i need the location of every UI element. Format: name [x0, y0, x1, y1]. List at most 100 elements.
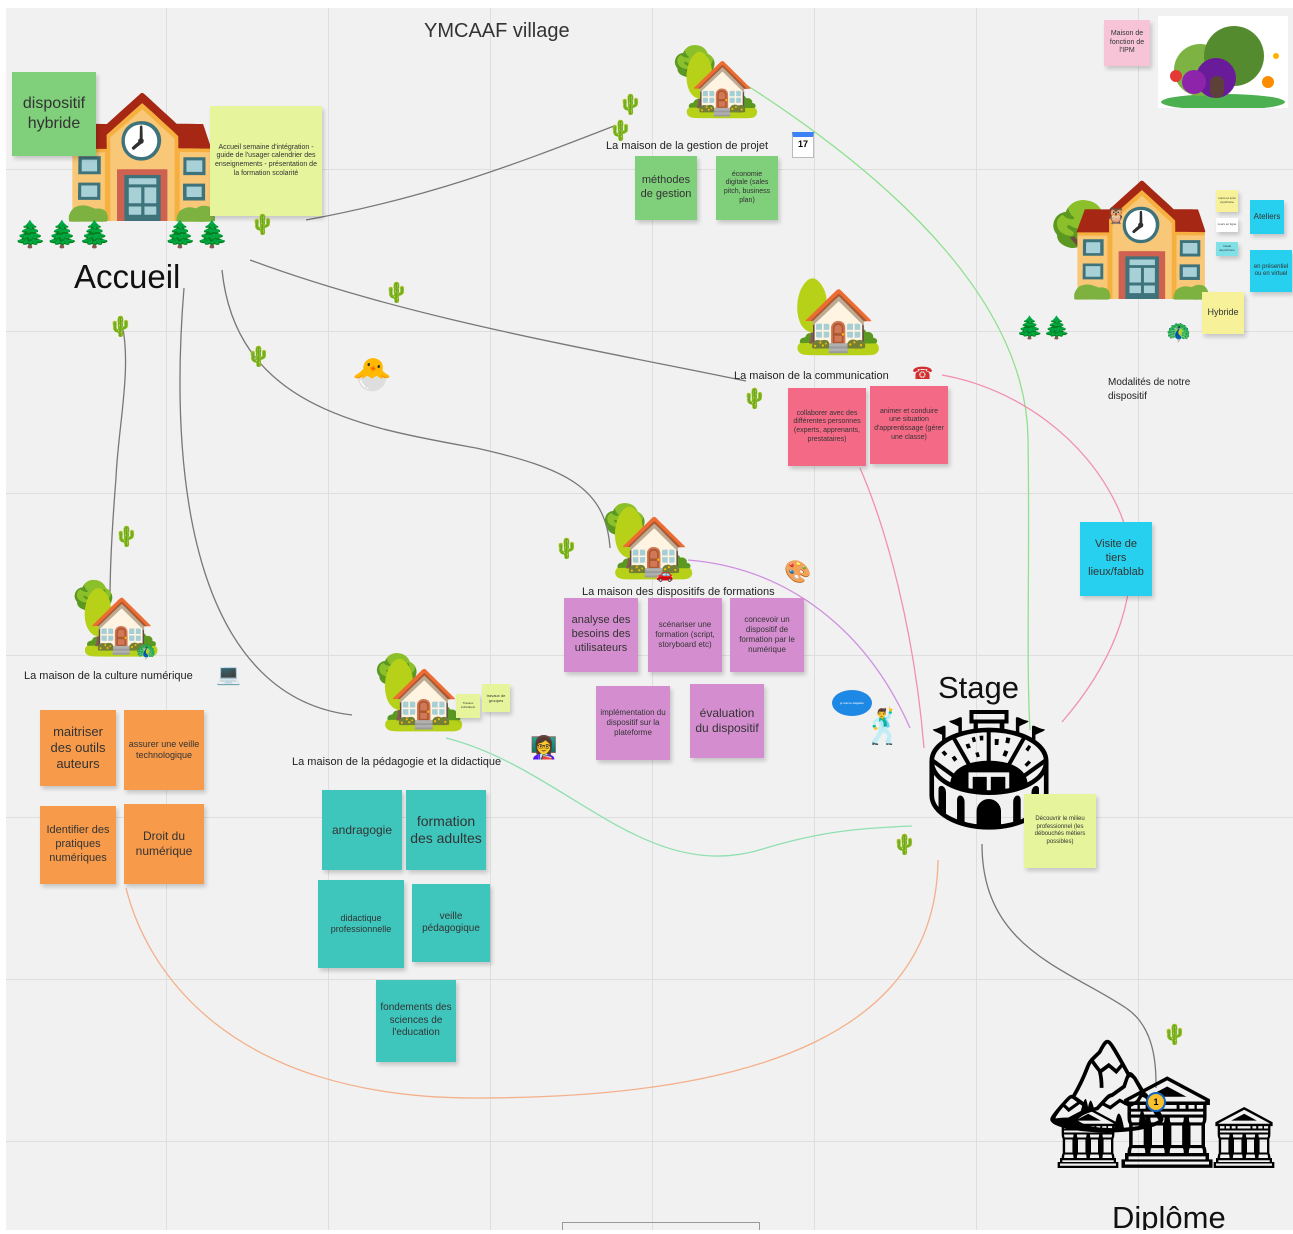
palette-icon: 🎨 [784, 560, 812, 585]
cactus-icon: 🌵 [108, 314, 133, 338]
link-gestion-stage [747, 85, 1031, 731]
maitriser-outils-note[interactable]: maitriser des outils auteurs [40, 710, 116, 786]
dispositifs-label: La maison des dispositifs de formations [582, 586, 775, 598]
calendar-icon: 17 [792, 132, 814, 158]
house-icon: 🏡 [792, 272, 885, 358]
classical-building-icon: 🏛 [1206, 1103, 1283, 1173]
classical-building-icon: 🏛 [1050, 1103, 1127, 1173]
decouvrir-milieu-note[interactable]: Découvrir le milieu professionnel (les d… [1024, 794, 1096, 868]
diplome-label: Diplôme [1112, 1200, 1226, 1230]
link-pedagogie-stage [445, 737, 913, 857]
accueil-label: Accueil [74, 258, 181, 295]
methodes-gestion-note[interactable]: méthodes de gestion [635, 156, 697, 220]
owl-icon: 🦉 [1106, 206, 1126, 225]
link-accueil-gestion [305, 125, 615, 221]
animer-conduire-note[interactable]: animer et conduire une situation d'appre… [870, 386, 948, 464]
pedagogie-label: La maison de la pédagogie et la didactiq… [292, 756, 502, 768]
tree-icon: 🌲🌲 [164, 220, 229, 250]
travail-asynchrone-note[interactable]: travail asynchrone [1216, 242, 1238, 256]
mountain-icon: 🏔 [1046, 1030, 1168, 1142]
gestion-projet-label: La maison de la gestion de projet [606, 140, 769, 152]
culture-numerique-label: La maison de la culture numérique [24, 670, 193, 682]
classical-building-icon: 🏛 [1110, 1070, 1225, 1175]
dispositif-hybride-note[interactable]: dispositif hybride [12, 72, 96, 156]
cours-synchrone-note[interactable]: cours et suivi synchrone [1216, 190, 1238, 212]
house-icon: 🏡 [380, 652, 468, 734]
pratiques-numeriques-note[interactable]: Identifier des pratiques numériques [40, 806, 116, 884]
cactus-icon: 🌵 [618, 92, 643, 116]
link-communication-stage [941, 374, 1131, 723]
cours-en-ligne-note[interactable]: cours en ligne [1216, 218, 1238, 232]
tree-icon: 🌳 [1046, 199, 1121, 269]
tree-icon: 🌳 [372, 653, 422, 699]
dancer-icon: 🕺 [862, 707, 905, 747]
link-dispositifs-stage [687, 559, 911, 729]
speech-bubble-icon: je suis le stagiaire [832, 690, 872, 716]
connection-lines [109, 85, 1157, 1099]
travaux-groupes-note[interactable]: travaux de groupes [482, 684, 510, 712]
tree-icon: 🌲🌲🌲 [14, 220, 112, 250]
veille-technologique-note[interactable]: assurer une veille technologique [124, 710, 204, 790]
scenariser-note[interactable]: scénariser une formation (script, storyb… [648, 598, 722, 672]
collaborer-note[interactable]: collaborer avec des différentes personne… [788, 388, 866, 466]
fondements-sciences-note[interactable]: fondements des sciences de l'education [376, 980, 456, 1062]
cactus-icon: 🌵 [384, 280, 409, 304]
telephone-icon: ☎ [912, 364, 934, 384]
modalites-label: Modalités de notre dispositif [1108, 377, 1191, 402]
house-icon: 🏡 [80, 582, 163, 659]
house-icon: 🏡 [610, 500, 698, 582]
implementation-note[interactable]: implémentation du dispositif sur la plat… [596, 686, 670, 760]
presentiel-virtuel-note[interactable]: en présentiel ou en virtuel [1250, 250, 1292, 292]
laptop-icon: 💻 [216, 662, 241, 686]
link-communication-stage-2 [859, 467, 925, 749]
peacock-icon: 🦚 [136, 642, 156, 661]
link-culture-stage [125, 859, 939, 1099]
visite-tiers-lieux-note[interactable]: Visite de tiers lieux/fablab [1080, 522, 1152, 596]
cactus-icon: 🌵 [608, 118, 633, 142]
cactus-icon: 🌵 [250, 212, 275, 236]
medal-icon: 1 [1146, 1092, 1166, 1112]
cactus-icon: 🌵 [554, 536, 579, 560]
tree-icon: 🌲🌲 [1016, 316, 1071, 341]
peacock-icon: 🦚 [1166, 320, 1191, 344]
andragogie-note[interactable]: andragogie [322, 790, 402, 870]
link-accueil-communication [249, 259, 747, 382]
ipm-house-illustration [1158, 16, 1288, 108]
tree-icon: 🌳 [70, 579, 118, 623]
bush-house-icon [1161, 26, 1285, 108]
hatching-chick-icon: 🐣 [352, 355, 392, 393]
cactus-icon: 🌵 [114, 524, 139, 548]
cactus-icon: 🌵 [246, 344, 271, 368]
cactus-icon: 🌵 [892, 832, 917, 856]
formation-adultes-note[interactable]: formation des adultes [406, 790, 486, 870]
link-accueil-culture [109, 323, 127, 601]
link-stage-diplome [981, 843, 1157, 1089]
analyse-besoins-note[interactable]: analyse des besoins des utilisateurs [564, 598, 638, 672]
teacher-icon: 👩‍🏫 [530, 736, 558, 761]
droit-numerique-note[interactable]: Droit du numérique [124, 804, 204, 884]
car-icon: 🚗 [656, 567, 674, 583]
stage-label: Stage [938, 670, 1020, 705]
economie-digitale-note[interactable]: économie digitale (sales pitch, business… [716, 156, 778, 220]
link-accueil-dispositifs [221, 269, 611, 549]
accueil-integration-note[interactable]: Accueil semaine d'intégration - guide de… [210, 106, 322, 216]
communication-label: La maison de la communication [734, 370, 889, 382]
link-accueil-pedagogie [179, 287, 353, 716]
ateliers-note[interactable]: Ateliers [1250, 200, 1284, 234]
concevoir-dispositif-note[interactable]: concevoir un dispositif de formation par… [730, 598, 804, 672]
cactus-icon: 🌵 [742, 386, 767, 410]
travaux-individuels-note[interactable]: Travaux individuels [456, 694, 480, 718]
fonction-ipm-note[interactable]: Maison de fonction de l'IPM [1104, 20, 1150, 66]
cactus-icon: 🌵 [1162, 1022, 1187, 1046]
tree-icon: 🌳 [600, 503, 650, 549]
board-title: YMCAAF village [424, 20, 570, 42]
hybride-note[interactable]: Hybride [1202, 292, 1244, 334]
didactique-professionnelle-note[interactable]: didactique professionnelle [318, 880, 404, 968]
frame-outline [562, 1222, 760, 1230]
tree-icon: 🌳 [670, 45, 720, 91]
whiteboard-canvas[interactable]: YMCAAF village 🏫 🌲🌲🌲 🌲🌲 dispositif hybri… [6, 8, 1293, 1230]
evaluation-note[interactable]: évaluation du dispositif [690, 684, 764, 758]
house-icon: 🏡 [682, 47, 762, 121]
veille-pedagogique-note[interactable]: veille pédagogique [412, 884, 490, 962]
school-icon: 🏫 [1066, 164, 1216, 303]
